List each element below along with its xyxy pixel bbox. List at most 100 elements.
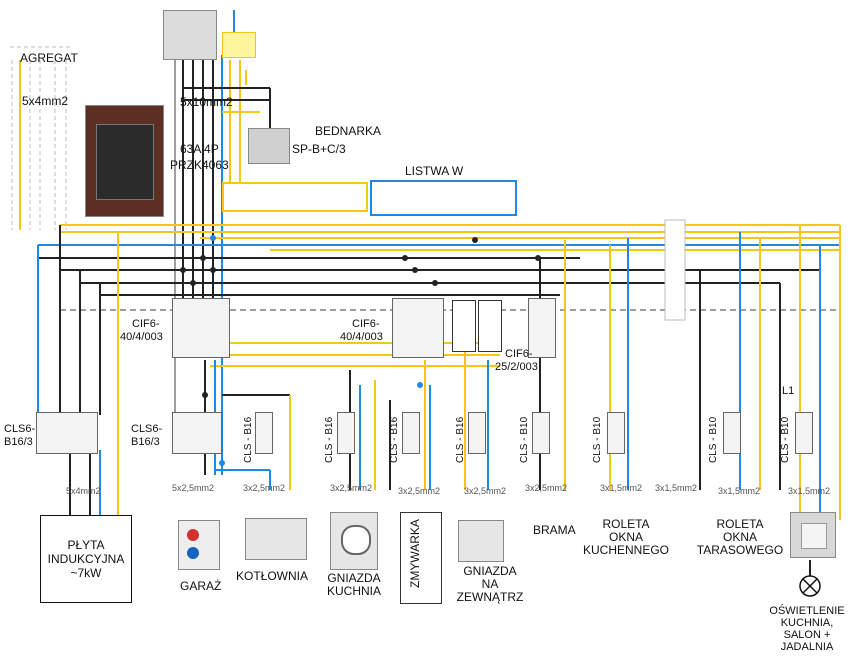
kitchen-socket-image — [330, 512, 378, 570]
cls-b10-oswietlenie-label: CLS - B10 — [780, 416, 791, 463]
fuse-block-image — [222, 32, 256, 58]
main-feed — [174, 10, 271, 475]
boiler-socket-image — [245, 518, 307, 560]
terminal-strip-n — [370, 180, 517, 216]
wire-label-plyta: 5x4mm2 — [66, 486, 101, 496]
brama-label: BRAMA — [533, 523, 576, 537]
wire-label-zmywarka: 3x2,5mm2 — [398, 486, 441, 496]
plyta-line-3: ~7kW — [70, 566, 102, 580]
cb2-label-b: B16/3 — [131, 436, 160, 448]
contactor-2 — [478, 300, 502, 352]
oswietlenie-line-2: KUCHNIA, — [780, 617, 834, 629]
wire-label-kotlownia: 3x2,5mm2 — [243, 483, 286, 493]
gniazda-kuchnia-label: GNIAZDA KUCHNIA — [326, 572, 382, 598]
breaker-3p-1 — [36, 412, 98, 454]
wire-label-garaz: 5x2,5mm2 — [172, 483, 215, 493]
breaker-b10-roleta-k — [607, 412, 625, 454]
rcd3-label-b: 25/2/003 — [495, 361, 538, 373]
light-switch-image — [790, 512, 836, 558]
gniazda-kuchnia-line-2: KUCHNIA — [326, 584, 381, 598]
wire-label-kuchnia: 3x2,5mm2 — [330, 483, 373, 493]
main-cable-label: 5x10mm2 — [180, 95, 233, 109]
generator-feed — [10, 46, 70, 230]
cb1-label-b: B16/3 — [4, 436, 33, 448]
oswietlenie-line-3: SALON + — [783, 629, 831, 641]
roleta-tarasowa-label: ROLETA OKNA TARASOWEGO — [695, 518, 785, 557]
oswietlenie-line-4: JADALNIA — [780, 641, 834, 653]
cls-b16-zmywarka-label: CLS - B16 — [389, 416, 400, 463]
breaker-b10-oswietlenie — [795, 412, 813, 454]
breaker-b10-roleta-t — [723, 412, 741, 454]
rcd-3 — [528, 298, 556, 358]
surge-label: SP-B+C/3 — [292, 142, 346, 156]
wire-label-roleta-k: 3x1,5mm2 — [600, 483, 643, 493]
wire-label-brama: 3x2,5mm2 — [525, 483, 568, 493]
agregat-label: AGREGAT — [20, 51, 78, 65]
l1-label: L1 — [782, 385, 795, 397]
load-drops — [37, 225, 841, 580]
main-switch-label: 63A 4P — [180, 142, 219, 156]
agregat-cable-label: 5x4mm2 — [22, 94, 69, 108]
roleta-k-line-2: OKNA — [608, 530, 643, 544]
cb2-label-a: CLS6- — [131, 423, 163, 435]
breaker-b16-kotlownia — [255, 412, 273, 454]
oswietlenie-line-1: OŚWIETLENIE — [769, 605, 845, 617]
wire-label-extra: 3x1,5mm2 — [655, 483, 698, 493]
wire-label-oswietlenie: 3x1,5mm2 — [788, 486, 831, 496]
garaz-label: GARAŻ — [180, 579, 222, 593]
roleta-t-line-2: OKNA — [722, 530, 757, 544]
gniazda-zew-line-3: ZEWNĄTRZ — [456, 590, 524, 604]
plyta-line-2: INDUKCYJNA — [47, 552, 125, 566]
cls-b16-kuchnia-label: CLS - B16 — [324, 416, 335, 463]
roleta-k-line-3: KUCHENNEGO — [583, 543, 670, 557]
kotlownia-label: KOTŁOWNIA — [236, 569, 309, 583]
roleta-k-line-1: ROLETA — [602, 517, 650, 531]
roleta-kuchenna-label: ROLETA OKNA KUCHENNEGO — [583, 518, 669, 557]
roleta-t-line-3: TARASOWEGO — [696, 543, 784, 557]
roleta-t-line-1: ROLETA — [716, 517, 764, 531]
junction-dots — [180, 235, 541, 466]
plyta-line-1: PŁYTA — [67, 538, 105, 552]
cls-b16-kotlownia-label: CLS - B16 — [243, 416, 254, 463]
terminal-strip-l — [222, 182, 368, 212]
cb1-label-a: CLS6- — [4, 423, 36, 435]
cls-b16-zew-label: CLS - B16 — [455, 416, 466, 463]
gniazda-kuchnia-line-1: GNIAZDA — [327, 571, 381, 585]
rcd-2 — [392, 298, 444, 358]
breaker-b16-kuchnia — [337, 412, 355, 454]
rcd1-label-b: 40/4/003 — [120, 331, 163, 343]
breaker-b16-zmywarka — [402, 412, 420, 454]
rcd3-label-a: CIF6- — [505, 348, 533, 360]
rcd1-label-a: CIF6- — [132, 318, 160, 330]
wire-label-zew: 3x2,5mm2 — [464, 486, 507, 496]
breaker-b16-zew — [468, 412, 486, 454]
cls-b10-brama-label: CLS - B10 — [519, 416, 530, 463]
lamp-symbol — [799, 575, 821, 597]
cls-b10-roleta-t-label: CLS - B10 — [708, 416, 719, 463]
listwa-label: LISTWA W — [405, 164, 464, 178]
breaker-b10-brama — [532, 412, 550, 454]
zmywarka-label: ZMYWARKA — [408, 519, 422, 588]
outdoor-socket-image — [458, 520, 504, 562]
surge-protector-image — [248, 128, 290, 164]
garage-socket-image — [178, 520, 220, 570]
dishwasher-box — [400, 512, 442, 604]
induction-hob-box: PŁYTA INDUKCYJNA ~7kW — [40, 515, 132, 603]
rcd2-label-a: CIF6- — [352, 318, 380, 330]
contactor-1 — [452, 300, 476, 352]
breaker-3p-2 — [172, 412, 222, 454]
gniazda-zew-line-2: NA — [481, 577, 499, 591]
cls-b10-roleta-k-label: CLS - B10 — [592, 416, 603, 463]
main-switch-model-label: PRZK4063 — [170, 158, 229, 172]
oswietlenie-label: OŚWIETLENIE KUCHNIA, SALON + JADALNIA — [762, 605, 852, 653]
main-switch-image — [163, 10, 217, 60]
cable-break — [664, 219, 686, 321]
rcd-1 — [172, 298, 230, 358]
generator-switch-image — [85, 105, 164, 217]
gniazda-zew-label: GNIAZDA NA ZEWNĄTRZ — [448, 565, 532, 604]
wire-label-roleta-t: 3x1,5mm2 — [718, 486, 761, 496]
bednarka-label: BEDNARKA — [315, 124, 382, 138]
rcd2-label-b: 40/4/003 — [340, 331, 383, 343]
gniazda-zew-line-1: GNIAZDA — [463, 564, 517, 578]
